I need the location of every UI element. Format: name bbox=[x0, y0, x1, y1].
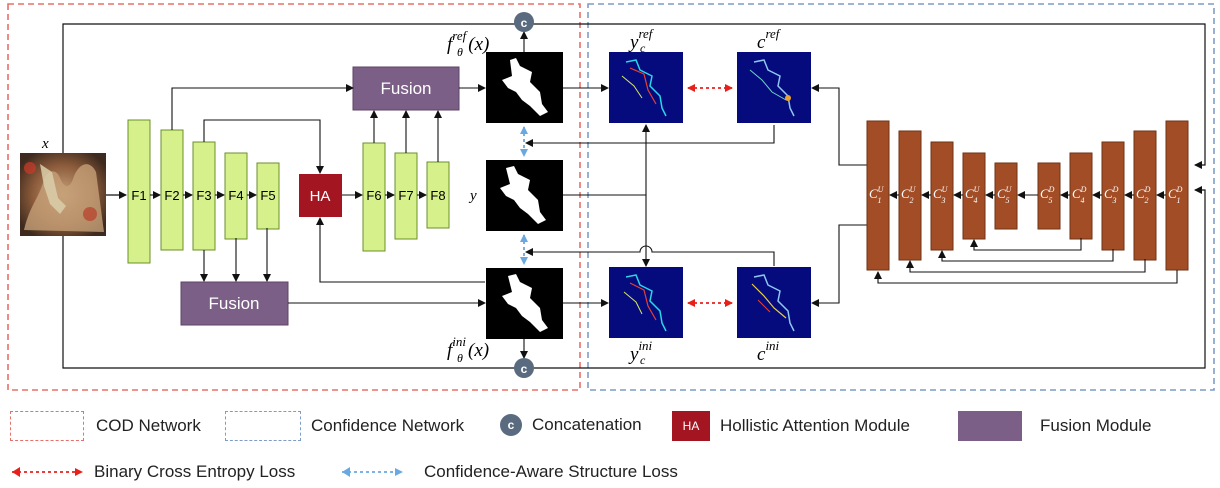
f-ini-sub: θ bbox=[457, 351, 463, 365]
heatmap-yc-ref bbox=[609, 52, 683, 123]
c-ini-sup: ini bbox=[765, 338, 779, 353]
encoder-label-f5: F5 bbox=[260, 188, 275, 203]
c-ini-label: cini bbox=[757, 338, 780, 365]
fusion-icon bbox=[958, 411, 1022, 441]
legend-ha-label: Hollistic Attention Module bbox=[720, 416, 910, 435]
encoder-label-f4: F4 bbox=[228, 188, 243, 203]
confidence-network-region bbox=[587, 3, 1215, 391]
concat-top-label: c bbox=[521, 16, 528, 30]
concat-bottom bbox=[514, 358, 534, 378]
legend-fusion: Fusion Module bbox=[958, 411, 1152, 441]
f-ref-label: fref(x) bbox=[447, 28, 489, 55]
encoder-block-f5 bbox=[256, 162, 280, 230]
f-ref-arg: (x) bbox=[468, 34, 489, 55]
c-ini-base: c bbox=[757, 344, 766, 365]
legend-concat: c Concatenation bbox=[500, 414, 642, 436]
f-ini-sup: ini bbox=[452, 334, 466, 349]
legend-bce: Binary Cross Entropy Loss bbox=[10, 462, 295, 482]
yc-ref-base: y bbox=[628, 32, 639, 53]
decoder-label-f7: F7 bbox=[398, 188, 413, 203]
f-ini-arg: (x) bbox=[468, 340, 489, 361]
bce-arrow-icon bbox=[12, 467, 83, 477]
legend-fusion-label: Fusion Module bbox=[1040, 416, 1152, 435]
legend-confidence-swatch bbox=[225, 411, 301, 441]
decoder-label-f8: F8 bbox=[430, 188, 445, 203]
casl-arrow-icon bbox=[342, 467, 403, 477]
c-ref-base: c bbox=[757, 32, 766, 53]
fusion-bottom-label: Fusion bbox=[208, 294, 259, 313]
c-ref-sup: ref bbox=[765, 26, 781, 41]
architecture-diagram: x F1 F2 F3 F4 F5 F6 F7 F8 Fusion Fusion HA bbox=[7, 3, 1215, 391]
mask-ref bbox=[486, 52, 563, 123]
legend-cod: COD Network bbox=[10, 411, 201, 441]
ha-block bbox=[299, 174, 342, 217]
ha-label: HA bbox=[310, 188, 331, 205]
legend-cod-label: COD Network bbox=[96, 416, 201, 435]
yc-ini-base: y bbox=[628, 344, 639, 365]
c-ref-label: cref bbox=[757, 26, 782, 53]
heatmap-c-ref bbox=[737, 52, 811, 123]
encoder-block-f1 bbox=[127, 119, 151, 264]
legend-casl-label: Confidence-Aware Structure Loss bbox=[424, 462, 678, 481]
decoder-group: F6 F7 F8 bbox=[362, 142, 450, 252]
fusion-bottom-block bbox=[180, 281, 289, 326]
f-ref-sub: θ bbox=[457, 45, 463, 59]
cod-network-region bbox=[7, 3, 581, 391]
f-ref-sup: ref bbox=[452, 28, 468, 43]
yc-ini-label: yini bbox=[628, 338, 653, 365]
yc-ini-sub: c bbox=[640, 353, 646, 367]
legend-concat-label: Concatenation bbox=[532, 415, 642, 434]
legend-bce-label: Binary Cross Entropy Loss bbox=[94, 462, 296, 481]
concat-top bbox=[514, 12, 534, 32]
fusion-top-block bbox=[352, 66, 460, 111]
encoder-group: F1 F2 F3 F4 F5 bbox=[127, 119, 280, 264]
f-ref-base: f bbox=[447, 34, 455, 55]
legend-confidence: Confidence Network bbox=[225, 411, 464, 441]
concat-bottom-label: c bbox=[521, 362, 528, 376]
legend-casl: Confidence-Aware Structure Loss bbox=[340, 462, 678, 482]
y-label: y bbox=[468, 188, 477, 204]
heatmap-yc-ini bbox=[609, 267, 683, 338]
legend-cod-swatch bbox=[10, 411, 84, 441]
encoder-label-f3: F3 bbox=[196, 188, 211, 203]
yc-ref-sup: ref bbox=[638, 26, 654, 41]
encoder-label-f2: F2 bbox=[164, 188, 179, 203]
yc-ref-label: yref bbox=[628, 26, 655, 53]
heatmap-c-ini bbox=[737, 267, 811, 338]
concat-icon: c bbox=[500, 414, 522, 436]
f-ini-label: fini(x) bbox=[447, 334, 489, 361]
fusion-top-label: Fusion bbox=[380, 79, 431, 98]
encoder-label-f1: F1 bbox=[131, 188, 146, 203]
legend-ha: HA Hollistic Attention Module bbox=[672, 411, 910, 441]
legend: COD Network Confidence Network c Concate… bbox=[0, 400, 1220, 488]
decoder-label-f6: F6 bbox=[366, 188, 381, 203]
ha-icon: HA bbox=[672, 411, 710, 441]
f-ini-base: f bbox=[447, 340, 455, 361]
x-label: x bbox=[41, 136, 49, 152]
yc-ini-sup: ini bbox=[638, 338, 652, 353]
mask-ini bbox=[486, 268, 563, 339]
yc-ref-sub: c bbox=[640, 41, 646, 55]
mask-gt bbox=[486, 160, 563, 231]
input-image bbox=[20, 153, 106, 236]
legend-confidence-label: Confidence Network bbox=[311, 416, 465, 435]
